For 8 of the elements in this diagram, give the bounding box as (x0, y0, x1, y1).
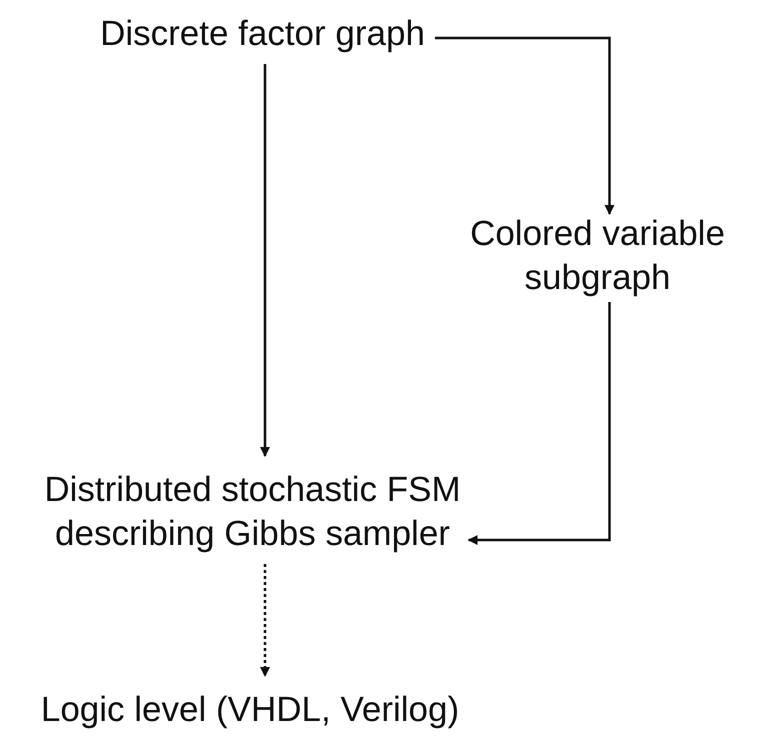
arrow (468, 302, 611, 545)
arrow (260, 64, 270, 457)
arrow (260, 564, 270, 677)
node-label: Logic level (VHDL, Verilog) (0, 688, 500, 732)
node-label: Discrete factor graph (50, 12, 475, 56)
arrow (434, 36, 614, 215)
node-label: Colored variable subgraph (430, 212, 765, 300)
node-label: Distributed stochastic FSM describing Gibbs sampler (0, 468, 505, 556)
